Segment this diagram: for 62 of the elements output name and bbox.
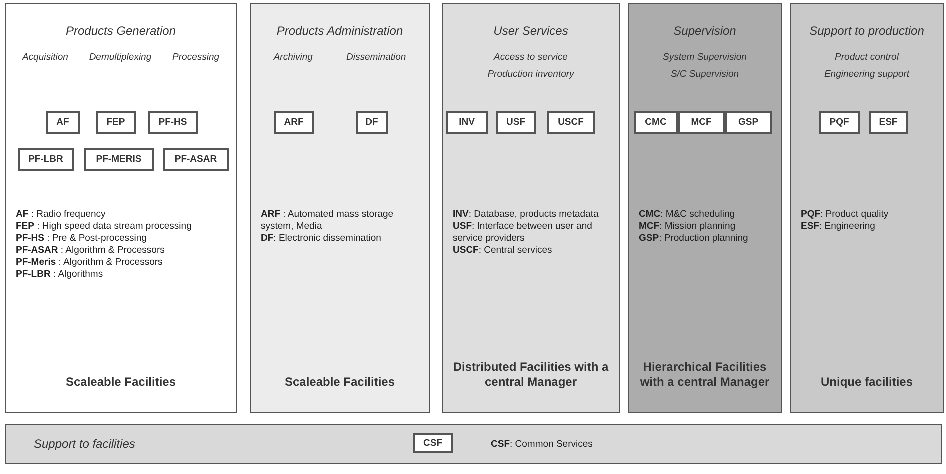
- facility-box: PQF: [819, 111, 860, 134]
- facility-box: FEP: [96, 111, 136, 134]
- glossary-entry: GSP: Production planning: [639, 233, 750, 245]
- glossary-entry: INV: Database, products metadata: [453, 209, 600, 221]
- facility-panel: [5, 3, 237, 413]
- facility-type-label: Distributed Facilities with a central Manager: [452, 360, 610, 390]
- function-label: Dissemination: [346, 52, 406, 63]
- facility-box: ESF: [869, 111, 908, 134]
- facility-box: INV: [446, 111, 488, 134]
- facility-box: ARF: [274, 111, 314, 134]
- facility-box: USCF: [547, 111, 595, 134]
- glossary-entry: CMC: M&C scheduling: [639, 209, 736, 221]
- glossary-entry: PF-Meris : Algorithm & Processors: [16, 257, 164, 269]
- glossary-entry: FEP : High speed data stream processing: [16, 221, 193, 233]
- function-label: Acquisition: [22, 52, 68, 63]
- function-label: Production inventory: [488, 69, 574, 80]
- glossary-entry: USF: Interface between user and service providers: [453, 221, 594, 245]
- facility-type-label: Scaleable Facilities: [284, 375, 396, 390]
- facility-box: CSF: [413, 433, 453, 453]
- function-label: Demultiplexing: [89, 52, 152, 63]
- panel-heading: Products Generation: [64, 24, 178, 38]
- function-label: System Supervision: [663, 52, 747, 63]
- panel-heading: Support to production: [808, 24, 926, 38]
- function-label: Processing: [172, 52, 220, 63]
- function-label: Archiving: [274, 52, 313, 63]
- glossary-entry: DF: Electronic dissemination: [261, 233, 382, 245]
- glossary-entry: PF-HS : Pre & Post-processing: [16, 233, 148, 245]
- facility-box: PF-LBR: [18, 148, 74, 171]
- facility-panel: [250, 3, 430, 413]
- facility-box: CMC: [634, 111, 678, 134]
- facility-box: MCF: [678, 111, 725, 134]
- glossary-entry: PQF: Product quality: [801, 209, 890, 221]
- facility-type-label: Scaleable Facilities: [64, 375, 178, 390]
- glossary-entry: PF-ASAR : Algorithm & Processors: [16, 245, 166, 257]
- glossary-entry: PF-LBR : Algorithms: [16, 269, 104, 281]
- function-label: S/C Supervision: [670, 69, 740, 80]
- facility-panel: [442, 3, 620, 413]
- facility-box: AF: [46, 111, 80, 134]
- facility-box: PF-ASAR: [163, 148, 229, 171]
- facility-type-label: Hierarchical Facilities with a central Manager: [639, 360, 771, 390]
- glossary-entry: ARF : Automated mass storage system, Media: [261, 209, 395, 233]
- function-label: Engineering support: [824, 69, 910, 80]
- panel-heading: User Services: [492, 24, 570, 38]
- facility-panel: [790, 3, 944, 413]
- function-label: Access to service: [494, 52, 568, 63]
- facility-box: PF-MERIS: [84, 148, 154, 171]
- facility-type-label: Unique facilities: [820, 375, 914, 390]
- panel-heading: Supervision: [672, 24, 738, 38]
- panel-heading: Products Administration: [276, 24, 404, 38]
- glossary-entry: CSF: Common Services: [491, 439, 594, 451]
- glossary-entry: ESF: Engineering: [801, 221, 876, 233]
- support-band: [5, 424, 942, 464]
- facility-box: DF: [356, 111, 388, 134]
- panel-heading: Support to facilities: [34, 437, 136, 451]
- facility-box: PF-HS: [148, 111, 198, 134]
- glossary-entry: AF : Radio frequency: [16, 209, 107, 221]
- glossary-entry: USCF: Central services: [453, 245, 554, 257]
- function-label: Product control: [835, 52, 899, 63]
- glossary-entry: MCF: Mission planning: [639, 221, 737, 233]
- facility-panel: [628, 3, 782, 413]
- facility-box: USF: [496, 111, 536, 134]
- facility-box: GSP: [725, 111, 772, 134]
